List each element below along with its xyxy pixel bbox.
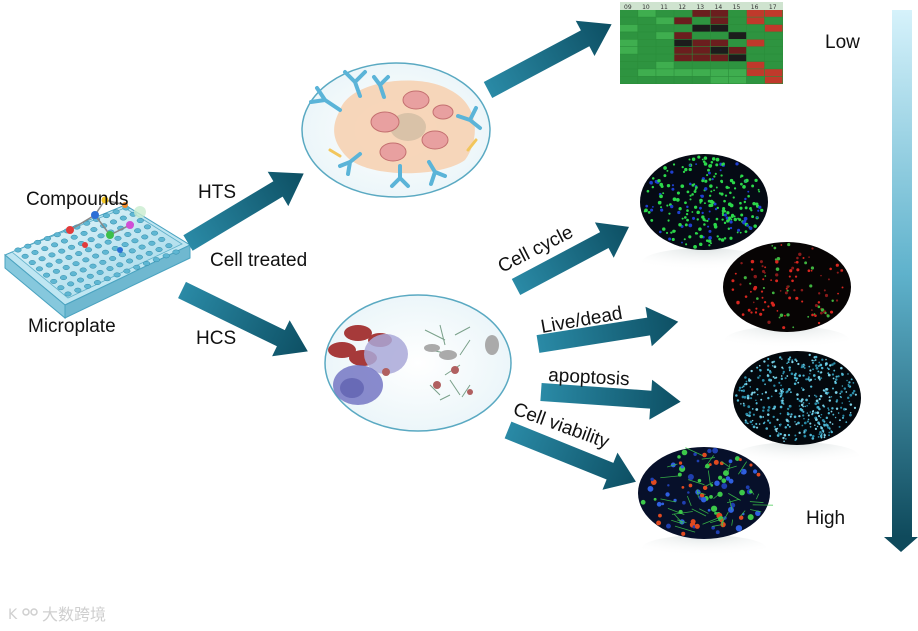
cell-treated-label: Cell treated (210, 250, 307, 271)
heatmap-arrow (483, 20, 612, 98)
live-dead-image (723, 242, 851, 354)
microplate-wells (14, 205, 180, 297)
low-label: Low (825, 32, 860, 53)
cell-cycle-arrow (511, 222, 630, 295)
cell-viability-arrow (504, 421, 636, 490)
apoptosis-image (733, 351, 861, 470)
heatmap-header-label: 14 (715, 4, 723, 11)
hcs-arrow (178, 281, 308, 357)
heatmap-header-label: 15 (733, 4, 741, 11)
svg-text:大数跨境: 大数跨境 (42, 605, 106, 624)
compounds-molecules-icon (66, 196, 146, 253)
hcs-label: HCS (196, 328, 236, 349)
heatmap-header-label: 17 (769, 4, 777, 11)
watermark: K 大数跨境 (8, 605, 106, 624)
svg-text:K: K (8, 607, 18, 623)
microplate-illustration (4, 204, 192, 320)
heatmap-header-label: 12 (678, 4, 686, 11)
live-dead-arrow (536, 306, 679, 353)
heatmap-header-label: 16 (751, 4, 759, 11)
hts-label: HTS (198, 182, 236, 203)
heatmap-header-label: 13 (696, 4, 704, 11)
low-high-scale-arrow (884, 10, 918, 552)
compounds-label: Compounds (26, 189, 128, 210)
hcs-cell-circle (324, 294, 512, 432)
high-label: High (806, 508, 845, 529)
cell-viability-image (638, 447, 774, 561)
heatmap-table: 09 10 11 12 13 14 15 16 17 (620, 2, 783, 84)
heatmap-header-label: 09 (624, 4, 632, 11)
hts-cell-circle (301, 62, 491, 198)
heatmap-header-label: 11 (660, 4, 668, 11)
microplate-label: Microplate (28, 316, 116, 337)
heatmap-header-label: 10 (642, 4, 650, 11)
apoptosis-arrow (540, 379, 681, 420)
apoptosis-label: apoptosis (548, 365, 630, 390)
hts-arrow (183, 171, 304, 251)
